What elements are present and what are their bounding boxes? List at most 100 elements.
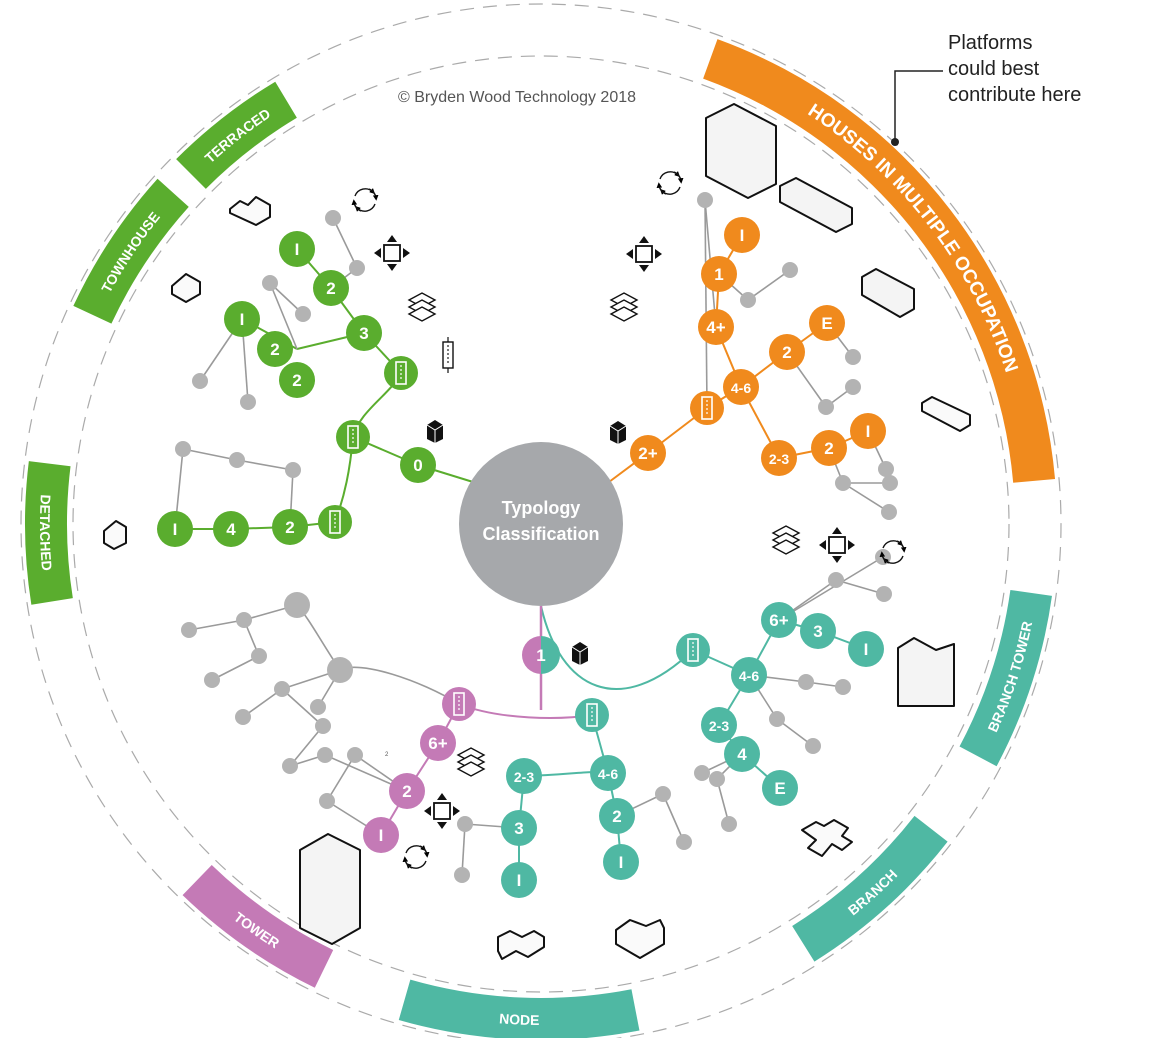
grey-link	[242, 688, 283, 718]
pink-node	[420, 725, 456, 761]
grey-node	[805, 738, 821, 754]
band-townhouse	[73, 178, 189, 324]
pink-node	[389, 773, 425, 809]
grey-node	[845, 349, 861, 365]
layers-icon	[407, 292, 437, 322]
grey-node	[240, 394, 256, 410]
green-node-label: 2	[326, 279, 335, 298]
grey-link	[835, 579, 885, 595]
band-branch-tower	[959, 589, 1052, 767]
grey-link	[236, 459, 294, 471]
teal-node	[800, 613, 836, 649]
grey-branches	[174, 192, 898, 883]
grey-node	[229, 452, 245, 468]
green-node-label: 0	[413, 456, 422, 475]
callout-line-2: could best	[948, 58, 1040, 80]
orange-node	[850, 413, 886, 449]
move-arrows-icon	[374, 235, 410, 271]
grey-node-large	[327, 657, 353, 683]
grey-node	[881, 504, 897, 520]
grey-link	[188, 619, 245, 631]
grey-node-large	[284, 592, 310, 618]
teal-node	[761, 602, 797, 638]
grey-node	[769, 711, 785, 727]
grey-node	[882, 475, 898, 491]
band-detached	[25, 461, 73, 605]
teal-node	[501, 862, 537, 898]
grey-node	[347, 747, 363, 763]
band-hmo	[703, 39, 1056, 483]
teal-node-label: 3	[514, 819, 523, 838]
grey-node	[285, 462, 301, 478]
hmo-block-icon	[705, 103, 777, 199]
teal-node-label: 2-3	[514, 769, 534, 785]
tree-link	[458, 703, 593, 719]
grey-link	[281, 688, 324, 727]
grey-node	[697, 192, 713, 208]
teal-node	[848, 631, 884, 667]
grey-node	[349, 260, 365, 276]
orange-node	[761, 440, 797, 476]
band-label-detached: DETACHED	[37, 494, 55, 571]
green-node	[400, 447, 436, 483]
move-arrows-icon	[424, 793, 460, 829]
grey-link	[339, 666, 460, 705]
move-arrows-icon	[819, 527, 855, 563]
teal-node	[599, 798, 635, 834]
orange-node	[769, 334, 805, 370]
teal-node	[724, 736, 760, 772]
band-branch	[792, 815, 948, 962]
grey-node	[317, 747, 333, 763]
grey-node	[175, 441, 191, 457]
orange-node	[811, 430, 847, 466]
green-node	[313, 270, 349, 306]
grey-node	[828, 572, 844, 588]
callout-line-1: Platforms	[948, 32, 1033, 54]
grey-link	[332, 217, 358, 269]
block-icon	[571, 642, 589, 665]
grey-node	[694, 765, 710, 781]
branch-building-icon	[801, 819, 853, 857]
panel-icon	[442, 337, 454, 373]
pink-node	[363, 817, 399, 853]
teal-node-label: I	[619, 853, 624, 872]
rotate-icon	[656, 171, 684, 195]
callout-line-3: contribute here	[948, 84, 1082, 106]
green-node	[257, 331, 293, 367]
grey-node	[295, 306, 311, 322]
orange-node-label: 2	[824, 439, 833, 458]
block-icon	[609, 421, 627, 444]
green-node	[157, 511, 193, 547]
teal-node	[590, 755, 626, 791]
hmo-bar-icon	[779, 177, 853, 233]
tree-link	[540, 605, 694, 690]
center-label-line2: Classification	[482, 524, 599, 544]
teal-node-label: 2-3	[709, 718, 729, 734]
orange-node	[723, 369, 759, 405]
band-terraced	[176, 81, 297, 189]
green-node	[213, 511, 249, 547]
center-circle	[459, 442, 623, 606]
grey-node	[655, 786, 671, 802]
green-node	[279, 362, 315, 398]
grey-link	[211, 655, 260, 681]
grey-link	[842, 482, 890, 513]
green-node-label: I	[295, 240, 300, 259]
grey-link	[289, 725, 324, 767]
teal-node-label: 2	[612, 807, 621, 826]
orange-node	[809, 305, 845, 341]
block-icon	[426, 420, 444, 443]
panel-icon	[453, 692, 465, 716]
orange-node-label: 2+	[638, 444, 657, 463]
grey-node	[235, 709, 251, 725]
orange-node-label: I	[740, 226, 745, 245]
teal-half-node	[541, 636, 560, 674]
teal-node	[603, 844, 639, 880]
grey-node	[236, 612, 252, 628]
panel-icon	[347, 425, 359, 449]
pink-node-label: 6+	[428, 734, 447, 753]
orange-node	[701, 256, 737, 292]
callout-leader	[891, 70, 943, 146]
grey-node	[676, 834, 692, 850]
